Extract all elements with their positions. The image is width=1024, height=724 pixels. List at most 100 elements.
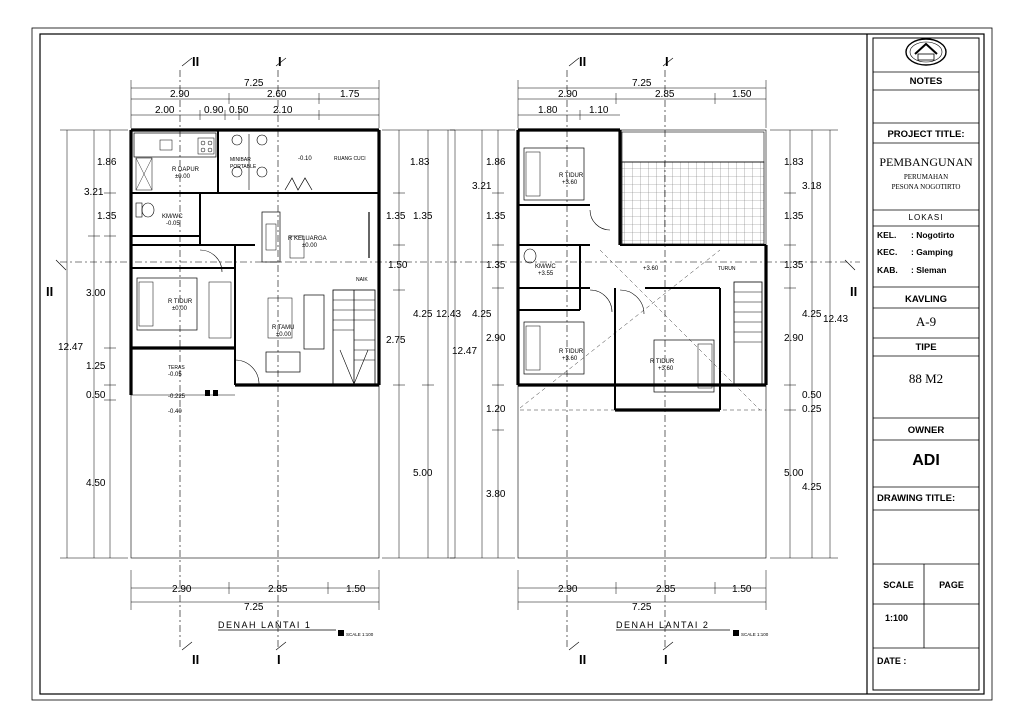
owner-label: OWNER [907, 425, 945, 436]
p2-section-i-bottom: I [664, 652, 668, 667]
p1-room-tidur-level: ±0.00 [172, 306, 188, 312]
p2-dim-right-5-00: 5.00 [784, 468, 804, 479]
p1-dim-right-1-35b: 1.35 [413, 211, 433, 222]
p1-dim-bottom-7-25: 7.25 [244, 602, 264, 613]
p2-dim-left-12-47: 12.47 [452, 346, 477, 357]
p1-dim-left-1-86: 1.86 [97, 157, 117, 168]
p1-dim-right-4-25: 4.25 [413, 309, 433, 320]
p1-dim-right-1-83: 1.83 [410, 157, 430, 168]
p1-section-ii-bottom: II [192, 652, 199, 667]
p2-room-tidur-2-level: +3.60 [562, 356, 578, 362]
p2-dim-bottom-2-90: 2.90 [558, 584, 578, 595]
p1-room-keluarga: R KELUARGA [288, 236, 327, 242]
p2-dim-left-1-35b: 1.35 [486, 260, 506, 271]
p1-room-tamu-level: ±0.00 [276, 332, 292, 338]
p2-room-kmwc-level: +3.55 [538, 271, 554, 277]
owner-value: ADI [912, 452, 940, 469]
p1-dim-left-3-00: 3.00 [86, 288, 106, 299]
p2-room-tidur-3: R TIDUR [650, 359, 675, 365]
p2-section-ii-bottom: II [579, 652, 586, 667]
p1-section-ii-top: II [192, 54, 199, 69]
location-label: LOKASI [908, 213, 944, 222]
plan-lantai-1 [55, 57, 860, 651]
p2-section-ii-top: II [579, 54, 586, 69]
p1-room-minibar: MINIBAR [230, 157, 251, 163]
p1-dim-1-75: 1.75 [340, 89, 360, 100]
p1-dim-left-12-47: 12.47 [58, 342, 83, 353]
date-label: DATE : [877, 656, 907, 666]
p1-room-dapur-level: ±0.00 [175, 174, 191, 180]
p2-dim-1-50: 1.50 [732, 89, 752, 100]
p2-dim-left-1-86: 1.86 [486, 157, 506, 168]
p1-dim-0-50: 0.50 [229, 105, 249, 116]
project-name: PEMBANGUNAN [879, 155, 973, 169]
p2-dim-right-1-35b: 1.35 [784, 260, 804, 271]
p1-section-i-top: I [278, 54, 282, 69]
p2-dim-2-90: 2.90 [558, 89, 578, 100]
tipe-label: TIPE [915, 342, 937, 353]
p2-dim-left-4-25: 4.25 [472, 309, 492, 320]
p1-room-tamu: R TAMU [272, 325, 294, 331]
p1-room-tidur: R TIDUR [168, 299, 193, 305]
location-value: : Sleman [911, 265, 947, 275]
plan-lantai-2 [450, 57, 856, 651]
p2-dim-bottom-1-50: 1.50 [732, 584, 752, 595]
p1-dim-right-1-35a: 1.35 [386, 211, 406, 222]
p1-dim-bottom-1-50: 1.50 [346, 584, 366, 595]
location-key: KEC. [877, 247, 898, 257]
p2-dim-total-top: 7.25 [632, 78, 652, 89]
p2-dim-1-80: 1.80 [538, 105, 558, 116]
location-key: KEL. [877, 230, 897, 240]
p1-dim-2-90: 2.90 [170, 89, 190, 100]
title-block-frame [872, 37, 980, 691]
p2-section-i-top: I [665, 54, 669, 69]
location-row-kec: KEC.: Gamping [877, 247, 953, 257]
p2-dim-right-2-90: 2.90 [784, 333, 804, 344]
location-key: KAB. [877, 265, 898, 275]
p2-scale-note: SCALE 1:100 [741, 632, 769, 637]
tipe-value: 88 M2 [908, 371, 944, 386]
p1-dim-2-00: 2.00 [155, 105, 175, 116]
p1-dim-bottom-2-90: 2.90 [172, 584, 192, 595]
p1-dim-left-1-25: 1.25 [86, 361, 106, 372]
p2-dim-right-1-83: 1.83 [784, 157, 804, 168]
plan-2-labels: 7.25 2.90 2.85 1.50 1.80 1.10 2.90 2.85 … [452, 54, 857, 667]
p1-dim-left-4-50: 4.50 [86, 478, 106, 489]
p1-room-cuci-level: -0.10 [298, 156, 312, 162]
p1-room-keluarga-level: ±0.00 [302, 243, 318, 249]
p2-dim-right-0-25: 0.25 [802, 404, 822, 415]
p2-dim-1-10: 1.10 [589, 105, 609, 116]
p2-dim-right-0-50: 0.50 [802, 390, 822, 401]
p1-dim-right-12-43: 12.43 [436, 309, 461, 320]
p1-room-teras-level: -0.05 [168, 372, 182, 378]
location-value: : Nogotirto [911, 230, 955, 240]
p1-ext-level-2: -0.40 [168, 409, 182, 415]
p1-dim-bottom-2-85: 2.85 [268, 584, 288, 595]
p2-dim-left-2-90: 2.90 [486, 333, 506, 344]
p1-dim-left-0-50: 0.50 [86, 390, 106, 401]
p1-room-kmwc-level: -0.05 [166, 221, 180, 227]
project-title-label: PROJECT TITLE: [887, 129, 965, 140]
p2-room-tidur-3-level: +3.60 [658, 366, 674, 372]
notes-label: NOTES [909, 76, 943, 87]
location-row-kel: KEL. : Nogotirto [877, 230, 954, 240]
p1-dim-2-60: 2.60 [267, 89, 287, 100]
p1-dim-left-3-21: 3.21 [84, 187, 104, 198]
company-logo [905, 38, 947, 66]
p1-room-dapur: R DAPUR [172, 167, 200, 173]
p2-room-tidur-2: R TIDUR [559, 349, 584, 355]
p2-dim-right-4-25a: 4.25 [802, 309, 822, 320]
p2-dim-2-85: 2.85 [655, 89, 675, 100]
sheet-border-inner [39, 33, 985, 695]
p1-dim-right-1-50: 1.50 [388, 260, 408, 271]
kavling-label: KAVLING [904, 294, 948, 305]
p1-dim-total-top: 7.25 [244, 78, 264, 89]
p2-dim-left-1-35a: 1.35 [486, 211, 506, 222]
p2-dim-right-1-35a: 1.35 [784, 211, 804, 222]
p1-scale-note: SCALE 1:100 [346, 632, 374, 637]
kavling-value: A-9 [915, 314, 937, 329]
p2-dim-right-12-43: 12.43 [823, 314, 848, 325]
p1-room-ruang-cuci: RUANG CUCI [334, 156, 366, 162]
p2-title: DENAH LANTAI 2 [616, 620, 709, 630]
